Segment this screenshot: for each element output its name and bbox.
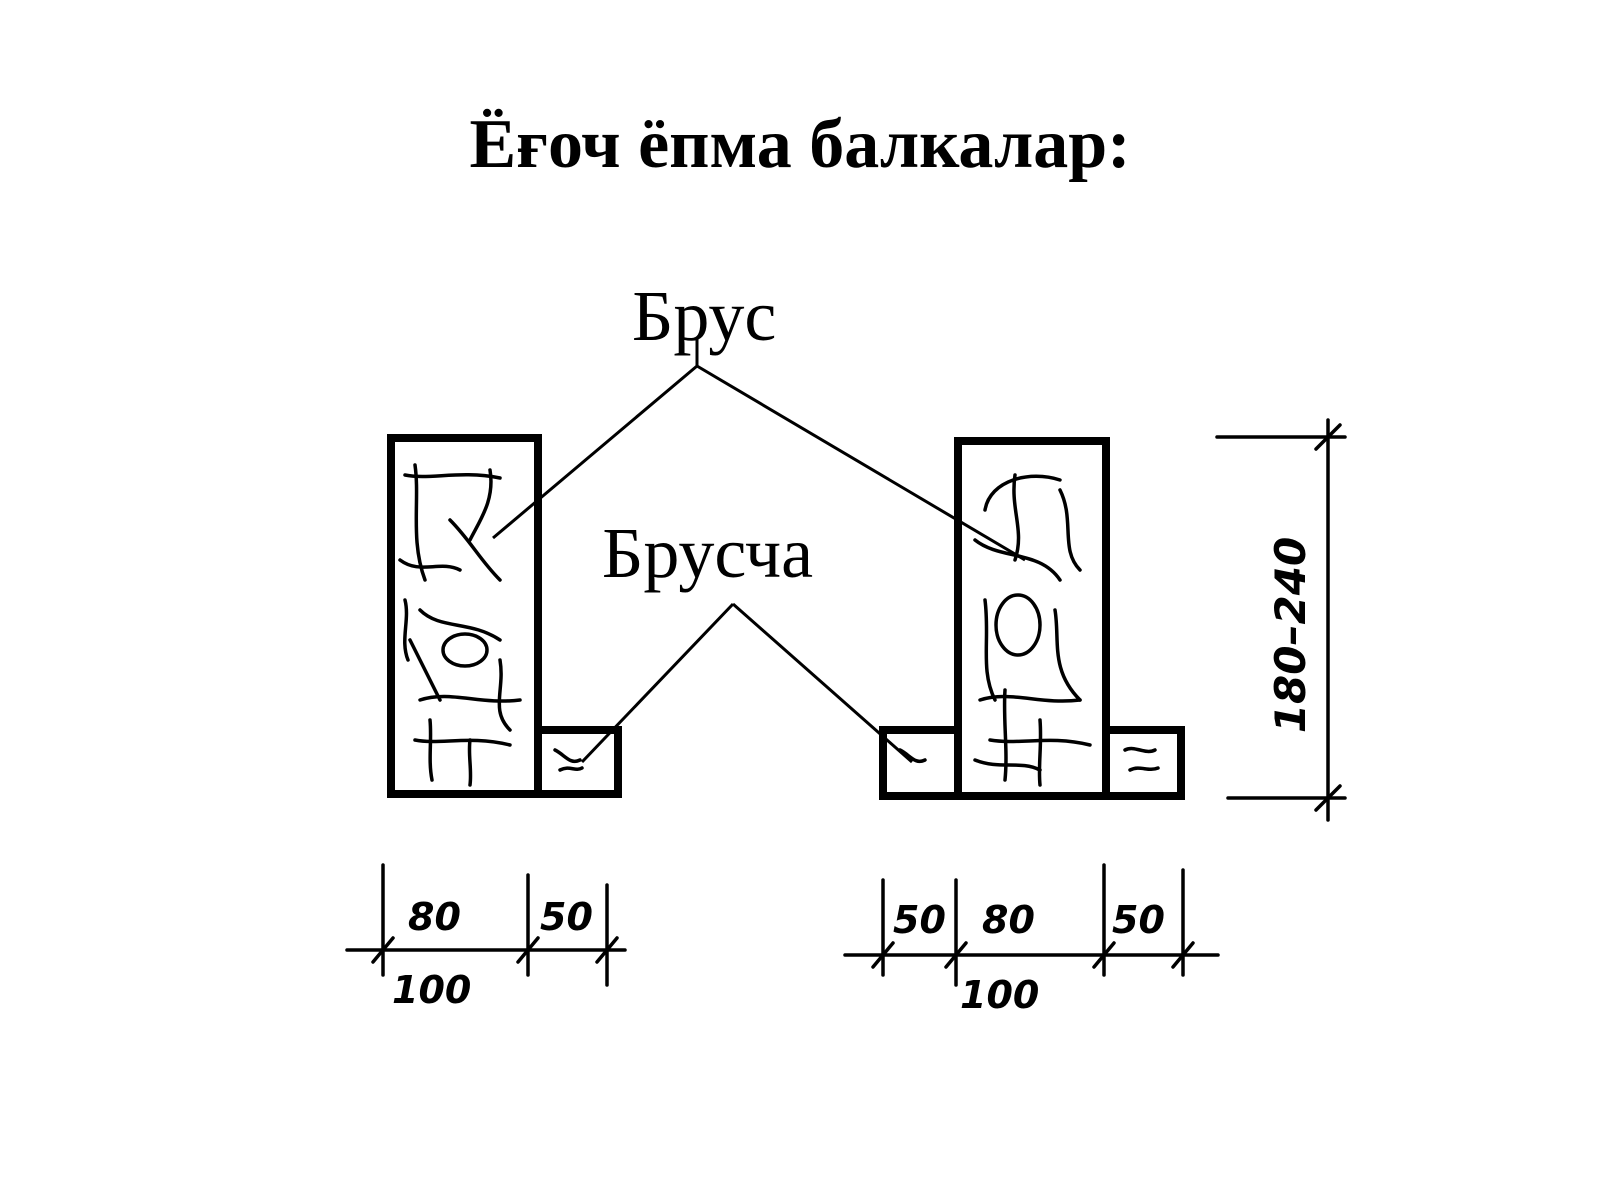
left-beam-assembly	[387, 434, 622, 798]
right-bruscha-grain	[898, 746, 1160, 772]
right-strip-right-label: 50	[1112, 898, 1165, 942]
slide-title: Ёғоч ёпма балкалар:	[469, 106, 1131, 183]
right-brus-grain	[973, 473, 1092, 787]
left-total-label: 100	[392, 968, 471, 1012]
right-total-label: 100	[960, 973, 1039, 1017]
height-dimension: 180–240	[1215, 418, 1347, 822]
left-brus-grain	[398, 463, 522, 787]
right-width-dimensions: 50 80 50 100	[843, 863, 1220, 1017]
left-beam-width-label: 80	[408, 895, 461, 939]
right-bruscha-right	[1102, 726, 1185, 800]
left-bruscha	[534, 726, 622, 798]
left-brus	[387, 434, 542, 798]
right-beam-assembly	[879, 437, 1185, 800]
left-strip-width-label: 50	[540, 895, 593, 939]
right-brus	[954, 437, 1110, 800]
right-beam-width-label: 80	[982, 898, 1035, 942]
height-dimension-label: 180–240	[1266, 537, 1315, 733]
label-brus: Брус	[632, 276, 776, 356]
label-bruscha: Брусча	[602, 513, 813, 593]
left-width-dimensions: 80 50 100	[345, 863, 627, 1012]
left-bruscha-grain	[553, 748, 584, 772]
right-strip-left-label: 50	[893, 898, 946, 942]
